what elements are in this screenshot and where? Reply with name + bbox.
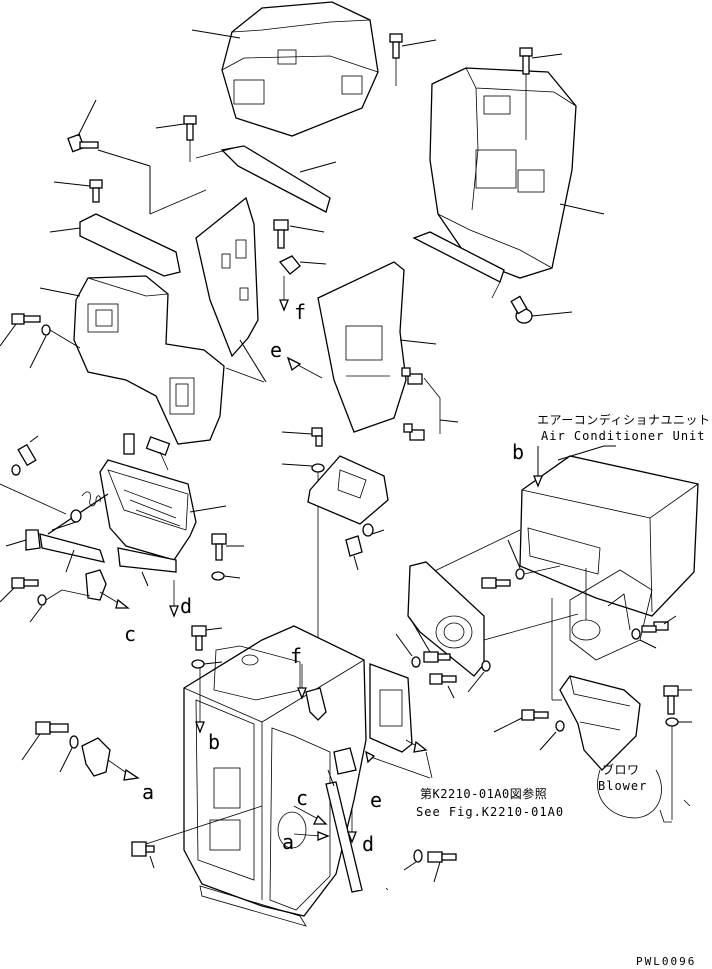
blower-label-en: Blower xyxy=(598,779,648,793)
bolt-ac-3 xyxy=(429,673,457,685)
right-trim-strip xyxy=(412,231,505,283)
air-conditioner-unit xyxy=(519,455,699,661)
label-f-frame: f xyxy=(290,644,303,668)
bolt-left-1 xyxy=(11,313,41,325)
label-e-upper: e xyxy=(270,338,283,362)
lower-tray xyxy=(117,547,177,573)
upper-left-strip xyxy=(79,213,181,277)
blower-label-jp: ブロワ xyxy=(602,763,640,777)
washer-filter-right xyxy=(211,571,225,581)
bolt-upper-left-3 xyxy=(89,179,103,203)
washer-left-2 xyxy=(11,464,21,476)
washer-blower-right xyxy=(665,717,679,727)
washer-center-2 xyxy=(362,523,374,537)
reference-label-jp: 第K2210-01A0図参照 xyxy=(420,787,548,801)
small-clip xyxy=(278,255,301,275)
center-left-panel xyxy=(195,196,259,358)
washer-ac-right xyxy=(631,628,641,640)
frame-right-bracket xyxy=(369,663,413,753)
spring-rod xyxy=(47,491,109,535)
label-f-upper: f xyxy=(294,300,307,324)
label-c-left: c xyxy=(124,622,137,646)
bolt-left-3 xyxy=(11,577,39,589)
bolt-top-center xyxy=(389,33,403,59)
bolt-filter-right xyxy=(211,533,227,561)
filter-frame xyxy=(99,459,197,561)
right-cover xyxy=(429,67,577,279)
left-duct-housing xyxy=(73,275,225,445)
bolt-f-upper xyxy=(273,219,289,249)
bolt-ac-1 xyxy=(481,577,511,589)
blower-unit xyxy=(559,675,662,819)
label-d-frame: d xyxy=(362,832,375,856)
washer-ac-3 xyxy=(481,660,491,672)
bolt-upper-left-1 xyxy=(67,133,99,153)
label-e-frame: e xyxy=(370,788,383,812)
bolt-upper-left-2 xyxy=(183,115,197,141)
label-b-ac: b xyxy=(512,440,525,464)
frame-small-plate xyxy=(333,747,357,775)
washer-left-1 xyxy=(41,324,51,336)
washer-left-3 xyxy=(37,594,47,606)
ac-unit-label-en: Air Conditioner Unit xyxy=(541,429,706,443)
top-cover xyxy=(221,1,379,137)
label-d-left: d xyxy=(180,594,193,618)
bolt-blower-right xyxy=(663,685,679,715)
clip-left xyxy=(25,529,41,551)
center-panel xyxy=(317,261,407,433)
washer-bottom-left xyxy=(69,735,79,749)
ac-unit-label-jp: エアーコンディショナユニット xyxy=(537,413,711,427)
center-mount-bracket xyxy=(307,455,389,525)
long-rod xyxy=(39,533,105,563)
bolt-ac-right xyxy=(641,621,669,633)
upper-bracket xyxy=(220,145,331,213)
knob-right xyxy=(510,295,533,324)
nut-center xyxy=(345,535,363,557)
bottom-left-bracket xyxy=(81,737,111,777)
reference-label-en: See Fig.K2210-01A0 xyxy=(416,805,565,819)
small-connector xyxy=(145,436,171,456)
frame-clip-f xyxy=(305,687,327,721)
bolt-bottom-left xyxy=(35,721,69,735)
label-a-left: a xyxy=(142,780,155,804)
bolt-frame-bottom xyxy=(131,841,155,857)
bolt-ac-2 xyxy=(423,651,451,663)
bolt-blower-1 xyxy=(521,709,549,721)
washer-blower-1 xyxy=(555,720,565,732)
pin-part xyxy=(123,433,135,455)
washer-frame-top xyxy=(191,659,205,669)
bolt-left-2 xyxy=(17,443,37,467)
bolt-center-floor xyxy=(311,427,323,447)
drawing-code: PWL0096 xyxy=(636,955,697,968)
washer-bottom-right xyxy=(413,849,423,863)
washer-ac-1 xyxy=(515,568,525,580)
main-cab-frame xyxy=(183,625,367,927)
bolt-bottom-right xyxy=(427,851,457,863)
washer-center-floor xyxy=(311,463,325,473)
label-c-frame: c xyxy=(296,786,309,810)
washer-ac-2 xyxy=(411,656,421,668)
bolt-center-2 xyxy=(403,423,425,441)
label-b-frame: b xyxy=(208,730,221,754)
label-a-frame: a xyxy=(282,830,295,854)
bolt-center-1 xyxy=(401,367,423,385)
bolt-frame-top xyxy=(191,625,207,651)
